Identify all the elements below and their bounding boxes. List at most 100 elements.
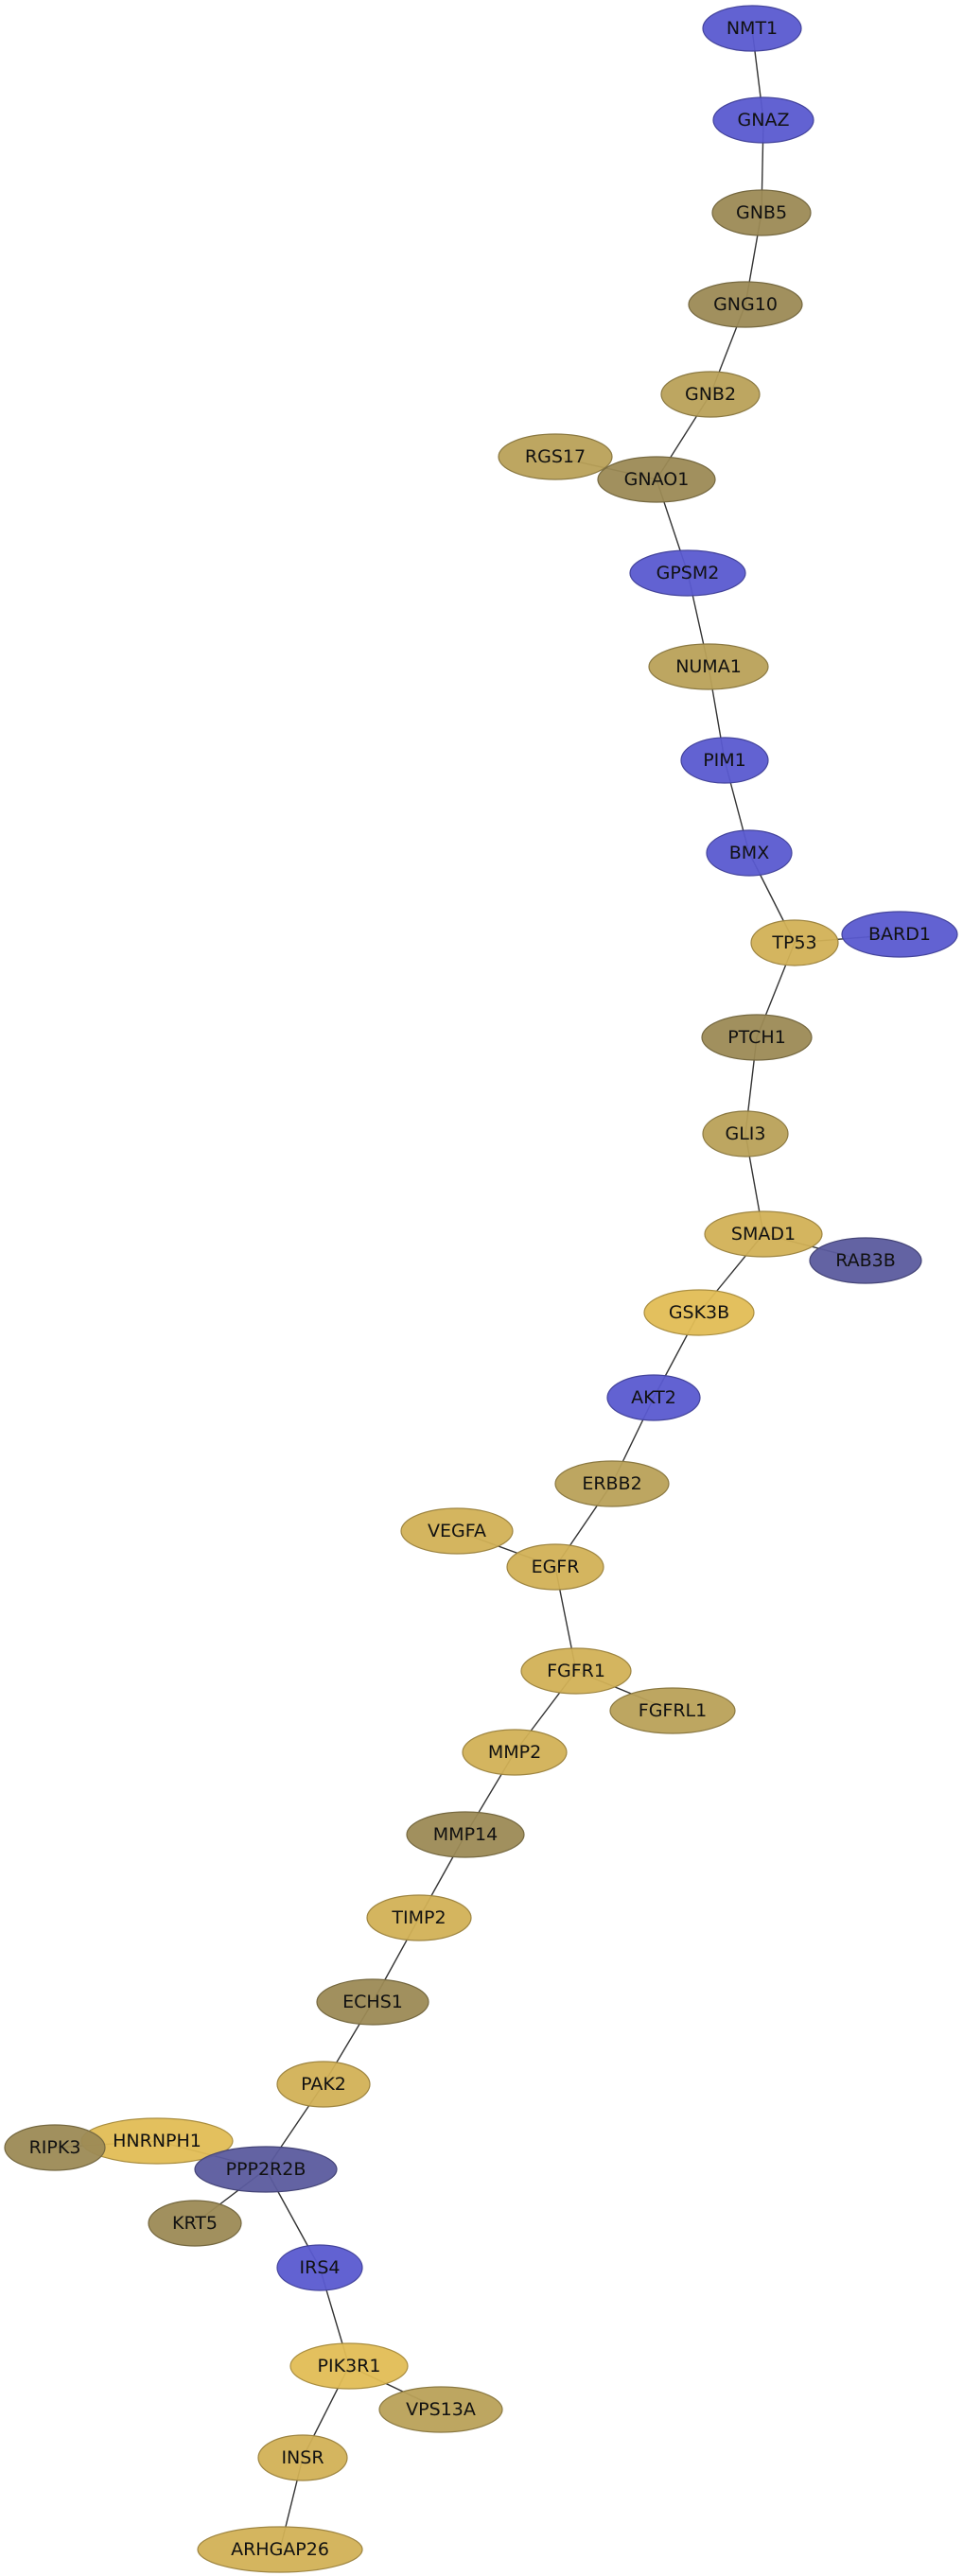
node-shape: [498, 433, 613, 480]
node-shape: [316, 1978, 429, 2026]
node-label: GLI3: [725, 1123, 765, 1144]
node-shape: [406, 1811, 525, 1858]
node-gnb2[interactable]: GNB2: [660, 371, 761, 418]
node-pik3r1[interactable]: PIK3R1: [289, 2342, 409, 2390]
node-rab3b[interactable]: RAB3B: [809, 1237, 922, 1284]
node-fgfr1[interactable]: FGFR1: [520, 1647, 632, 1695]
node-bmx[interactable]: BMX: [706, 829, 793, 877]
node-label: MMP2: [488, 1742, 541, 1763]
node-label: VPS13A: [406, 2399, 476, 2420]
node-shape: [194, 2146, 338, 2193]
node-shape: [276, 2244, 363, 2291]
node-erbb2[interactable]: ERBB2: [554, 1460, 670, 1507]
node-vps13a[interactable]: VPS13A: [378, 2386, 503, 2433]
node-irs4[interactable]: IRS4: [276, 2244, 363, 2291]
node-tp53[interactable]: TP53: [750, 919, 839, 966]
node-fgfrl1[interactable]: FGFRL1: [609, 1687, 736, 1734]
node-label: GNB2: [685, 384, 736, 405]
node-shape: [520, 1647, 632, 1695]
node-label: GNAO1: [624, 469, 690, 490]
node-gnb5[interactable]: GNB5: [711, 189, 812, 236]
node-label: TP53: [771, 932, 816, 953]
node-ppp2r2b[interactable]: PPP2R2B: [194, 2146, 338, 2193]
node-ptch1[interactable]: PTCH1: [701, 1014, 813, 1061]
node-shape: [643, 1289, 755, 1336]
node-vegfa[interactable]: VEGFA: [400, 1507, 514, 1555]
node-shape: [609, 1687, 736, 1734]
node-gnaz[interactable]: GNAZ: [712, 96, 814, 144]
node-arhgap26[interactable]: ARHGAP26: [197, 2526, 363, 2573]
node-shape: [680, 737, 769, 784]
node-nmt1[interactable]: NMT1: [702, 5, 802, 52]
node-shape: [702, 1110, 789, 1157]
node-shape: [706, 829, 793, 877]
node-label: GNG10: [713, 294, 778, 315]
node-label: EGFR: [532, 1557, 580, 1577]
node-label: NMT1: [727, 18, 778, 39]
node-label: RAB3B: [835, 1250, 896, 1271]
node-label: PAK2: [301, 2074, 346, 2095]
node-akt2[interactable]: AKT2: [606, 1374, 701, 1421]
node-gli3[interactable]: GLI3: [702, 1110, 789, 1157]
node-label: HNRNPH1: [113, 2131, 201, 2151]
node-numa1[interactable]: NUMA1: [648, 643, 769, 690]
node-shape: [597, 456, 716, 503]
node-label: RIPK3: [29, 2137, 81, 2158]
node-gsk3b[interactable]: GSK3B: [643, 1289, 755, 1336]
node-smad1[interactable]: SMAD1: [704, 1210, 823, 1258]
node-label: IRS4: [300, 2257, 341, 2278]
node-shape: [660, 371, 761, 418]
node-mmp14[interactable]: MMP14: [406, 1811, 525, 1858]
node-label: ERBB2: [582, 1473, 641, 1494]
node-shape: [400, 1507, 514, 1555]
node-pim1[interactable]: PIM1: [680, 737, 769, 784]
node-label: PIM1: [703, 750, 746, 771]
node-label: INSR: [281, 2447, 324, 2468]
node-shape: [276, 2061, 371, 2108]
node-label: BMX: [729, 843, 769, 863]
node-shape: [648, 643, 769, 690]
node-rgs17[interactable]: RGS17: [498, 433, 613, 480]
node-label: NUMA1: [675, 656, 742, 677]
node-shape: [4, 2124, 106, 2171]
node-shape: [606, 1374, 701, 1421]
node-label: GPSM2: [657, 563, 720, 583]
node-label: MMP14: [433, 1824, 498, 1845]
node-shape: [711, 189, 812, 236]
node-krt5[interactable]: KRT5: [148, 2200, 242, 2247]
node-bard1[interactable]: BARD1: [841, 911, 958, 958]
node-ripk3[interactable]: RIPK3: [4, 2124, 106, 2171]
node-label: PTCH1: [727, 1027, 786, 1048]
node-shape: [841, 911, 958, 958]
node-label: GNAZ: [738, 110, 790, 131]
node-shape: [688, 281, 803, 328]
node-label: ARHGAP26: [231, 2539, 329, 2560]
node-shape: [701, 1014, 813, 1061]
node-echs1[interactable]: ECHS1: [316, 1978, 429, 2026]
node-hnrnph1[interactable]: HNRNPH1: [80, 2117, 234, 2165]
node-label: TIMP2: [391, 1907, 446, 1928]
node-shape: [712, 96, 814, 144]
node-label: KRT5: [172, 2213, 218, 2234]
node-mmp2[interactable]: MMP2: [462, 1729, 568, 1776]
node-label: BARD1: [868, 924, 931, 945]
node-pak2[interactable]: PAK2: [276, 2061, 371, 2108]
node-egfr[interactable]: EGFR: [506, 1543, 604, 1591]
node-gng10[interactable]: GNG10: [688, 281, 803, 328]
node-shape: [704, 1210, 823, 1258]
node-gnao1[interactable]: GNAO1: [597, 456, 716, 503]
node-shape: [629, 549, 746, 597]
node-shape: [506, 1543, 604, 1591]
node-insr[interactable]: INSR: [257, 2434, 348, 2481]
node-shape: [462, 1729, 568, 1776]
node-timp2[interactable]: TIMP2: [366, 1894, 472, 1941]
node-label: FGFR1: [547, 1661, 605, 1681]
node-shape: [257, 2434, 348, 2481]
node-gpsm2[interactable]: GPSM2: [629, 549, 746, 597]
node-label: PPP2R2B: [226, 2159, 306, 2180]
node-shape: [750, 919, 839, 966]
node-shape: [554, 1460, 670, 1507]
edges-layer: [54, 27, 901, 2550]
